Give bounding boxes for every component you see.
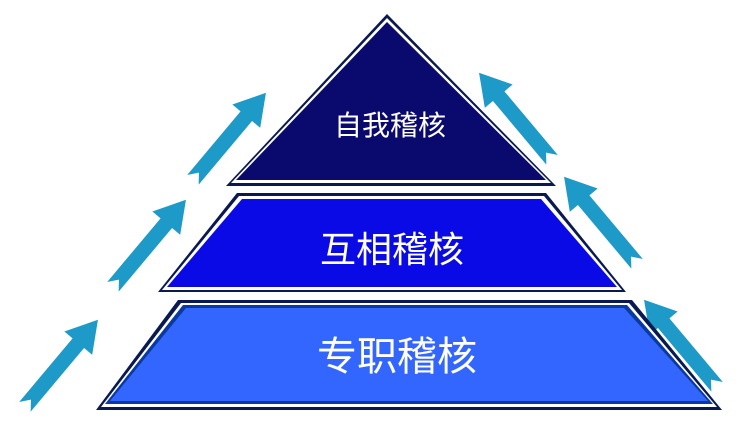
pyramid-level-mutual-audit: 互相稽核 [158,193,626,292]
level-label-self-audit: 自我稽核 [334,109,446,142]
pyramid-level-self-audit: 自我稽核 [226,14,556,186]
arrow-up-right-icon [8,306,114,421]
level-label-dedicated-audit: 专职稽核 [317,334,477,380]
pyramid-level-dedicated-audit: 专职稽核 [96,300,722,410]
level-label-mutual-audit: 互相稽核 [320,230,464,271]
